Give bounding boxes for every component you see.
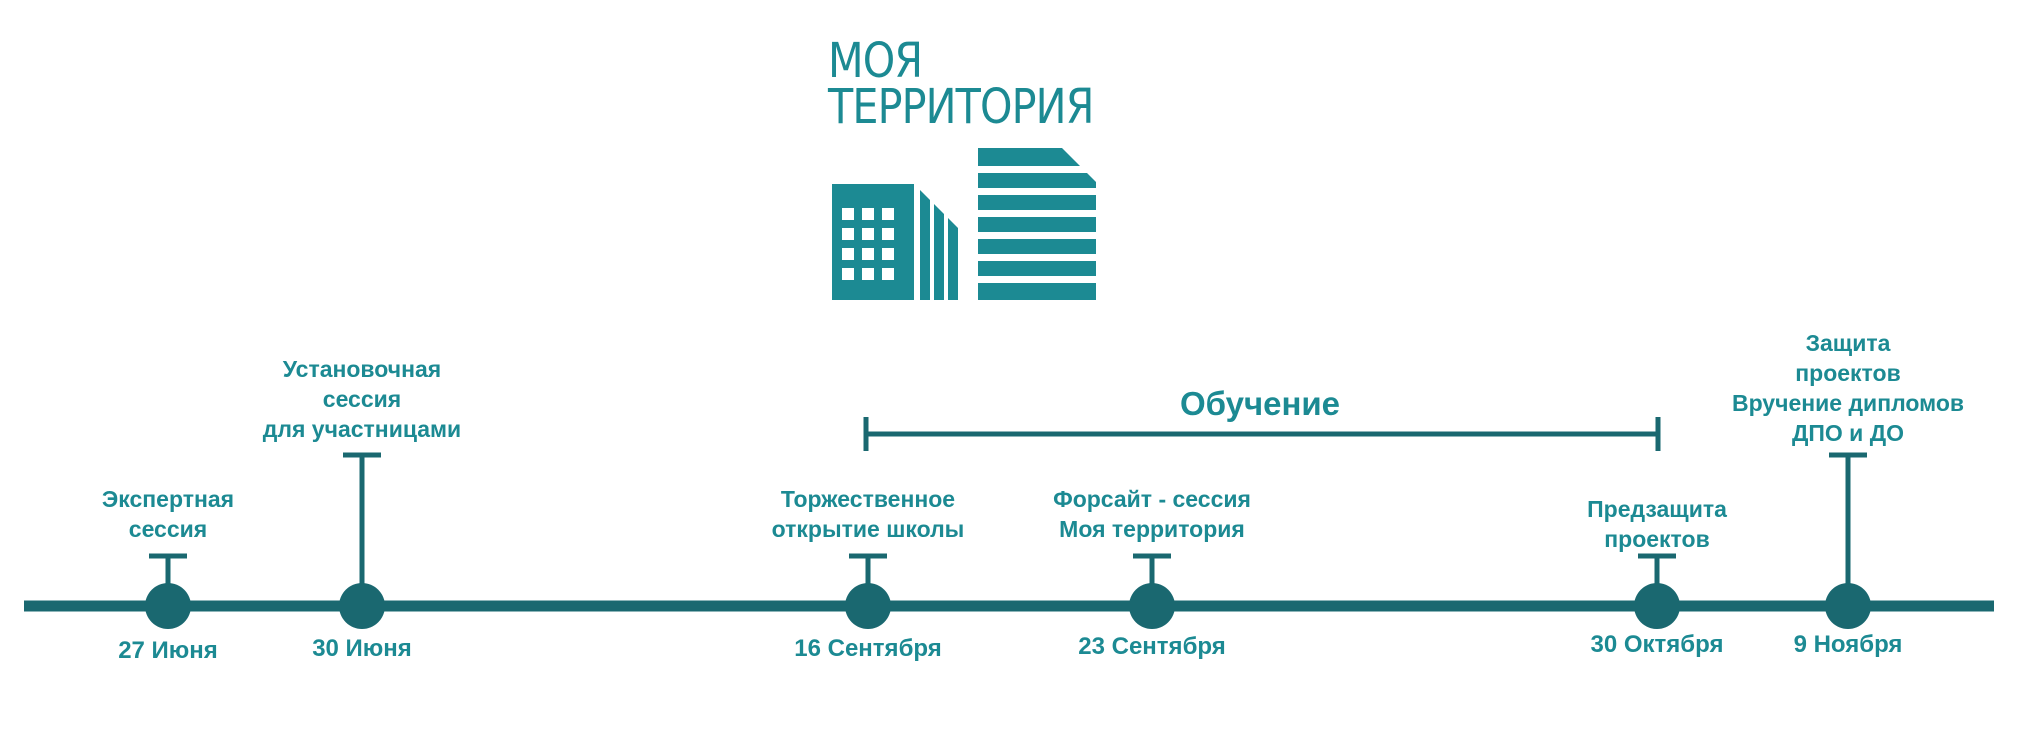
event-dot — [1129, 583, 1175, 629]
event-marker — [845, 553, 891, 629]
event-description: Установочная сессия для участницами — [263, 354, 461, 444]
event-dot — [1634, 583, 1680, 629]
logo-strip-1 — [920, 190, 930, 300]
logo-strip-3 — [948, 218, 958, 300]
event-marker — [1825, 452, 1871, 629]
event-description-line: Торжественное — [780, 486, 956, 512]
event-dot — [145, 583, 191, 629]
event-description: Торжественное открытие школы — [772, 484, 965, 544]
event-marker — [1129, 553, 1175, 629]
event-description-line: Вручение дипломов — [1731, 390, 1965, 416]
logo-line-2: ТЕРРИТОРИЯ — [828, 79, 1094, 135]
event-description-line: ДПО и ДО — [1791, 420, 1904, 446]
period-label: Обучение — [1179, 385, 1341, 422]
event-description-line: Экспертная — [101, 486, 235, 512]
event-description-line: Форсайт - сессия — [1053, 486, 1251, 512]
period-bracket — [863, 417, 1661, 451]
event-dot — [845, 583, 891, 629]
event-date: 30 Октября — [1590, 631, 1724, 658]
event-description-line: Предзащита — [1587, 496, 1727, 522]
event-marker — [145, 553, 191, 629]
buildings-icon — [832, 148, 1096, 300]
event-description-line: сессия — [322, 386, 402, 412]
event-date: 23 Сентября — [1078, 633, 1226, 660]
event-marker — [1634, 553, 1680, 629]
event-description-line: для участницами — [262, 416, 462, 442]
logo-strip-2 — [934, 204, 944, 300]
logo-text: МОЯ ТЕРРИТОРИЯ — [828, 33, 1094, 135]
logo-line-1: МОЯ — [828, 33, 923, 89]
event-description-line: открытие школы — [771, 516, 965, 542]
event-description: Предзащита проектов — [1587, 494, 1727, 554]
logo-building-right — [978, 148, 1096, 300]
logo-building-left — [832, 184, 914, 300]
event-description-line: Моя территория — [1059, 516, 1245, 542]
event-description-line: Защита — [1805, 330, 1891, 356]
event-description-line: сессия — [128, 516, 208, 542]
event-marker — [339, 452, 385, 629]
event-description-line: Установочная — [282, 356, 442, 382]
event-description: Экспертная сессия — [102, 484, 234, 544]
event-description-line: проектов — [1795, 360, 1901, 386]
event-description-line: проектов — [1604, 526, 1710, 552]
event-dot — [339, 583, 385, 629]
event-date: 9 Ноября — [1793, 631, 1903, 658]
event-date: 16 Сентября — [794, 635, 942, 662]
event-date: 27 Июня — [118, 637, 218, 664]
event-date: 30 Июня — [312, 635, 412, 662]
event-markers — [145, 452, 1871, 629]
event-dot — [1825, 583, 1871, 629]
